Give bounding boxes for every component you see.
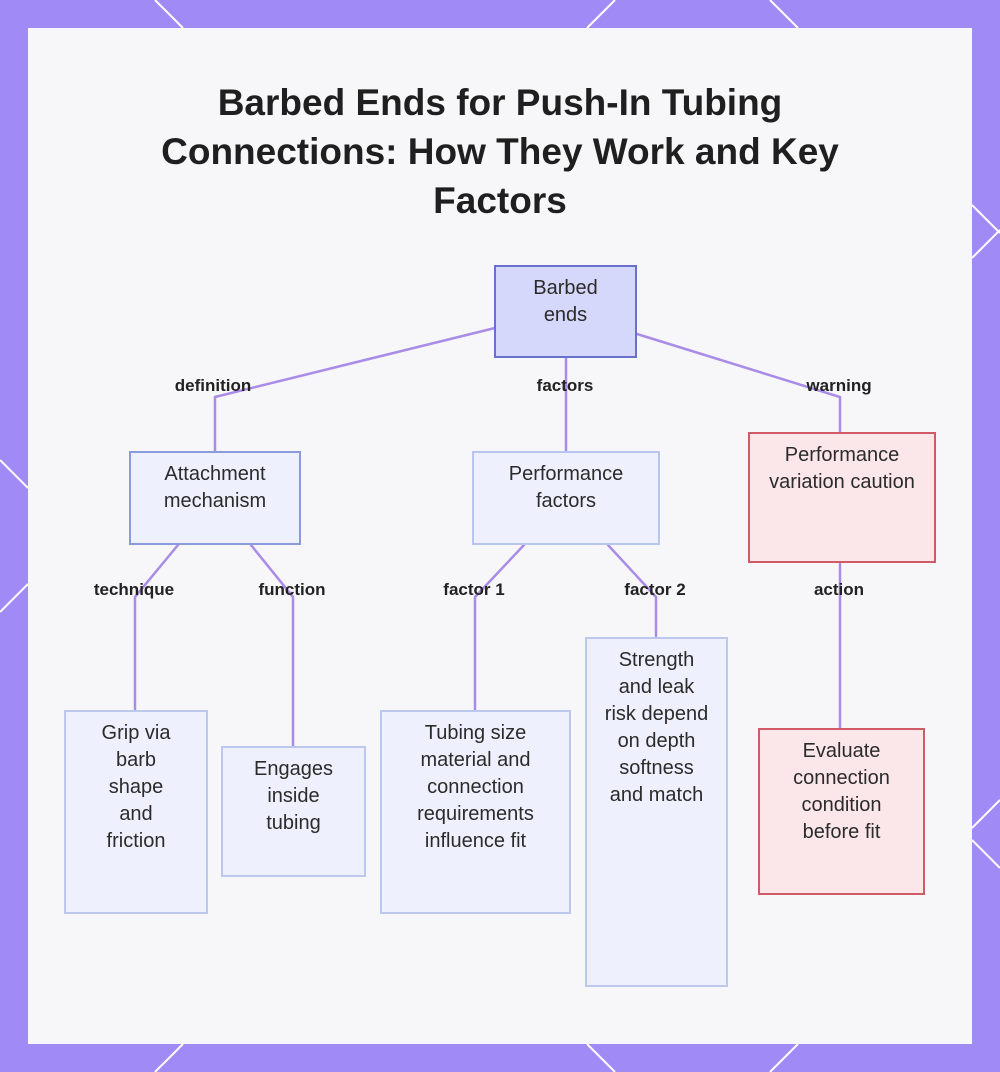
edge-label-definition: definition [174, 376, 252, 395]
edge-technique [133, 543, 180, 712]
title-text: Barbed Ends for Push-In Tubing Connectio… [161, 82, 839, 221]
node-grip-via-barb: Grip via barb shape and friction [64, 710, 208, 914]
diagram-title: Barbed Ends for Push-In Tubing Connectio… [0, 78, 1000, 225]
node-attachment-mechanism-label: Attachment mechanism [163, 463, 267, 512]
edge-label-factor-1: factor 1 [443, 580, 505, 599]
node-caution-label: Performance variation caution [769, 444, 915, 493]
edge-label-technique: technique [93, 580, 175, 599]
node-strength-label: Strength and leak risk depend on depth s… [604, 649, 709, 806]
node-grip-label: Grip via barb shape and friction [101, 722, 171, 852]
node-engages-label: Engages inside tubing [254, 758, 333, 834]
node-performance-factors: Performance factors [472, 451, 660, 545]
edge-factor2 [606, 543, 658, 639]
node-barbed-ends-label: Barbed ends [533, 277, 598, 326]
edge-factor1 [473, 543, 526, 712]
edge-label-warning: warning [806, 376, 872, 395]
node-tubing-size: Tubing size material and connection requ… [380, 710, 571, 914]
node-engages-inside-tubing: Engages inside tubing [221, 746, 366, 877]
edge-label-factor-2: factor 2 [624, 580, 686, 599]
edge-function [249, 543, 295, 748]
node-evaluate-label: Evaluate connection condition before fit [793, 740, 890, 843]
node-performance-factors-label: Performance factors [508, 463, 624, 512]
edge-label-factors: factors [536, 376, 594, 395]
node-tubing-size-label: Tubing size material and connection requ… [417, 722, 534, 852]
node-evaluate-connection: Evaluate connection condition before fit [758, 728, 925, 895]
edge-label-function: function [258, 580, 326, 599]
node-barbed-ends: Barbed ends [494, 265, 637, 358]
node-attachment-mechanism: Attachment mechanism [129, 451, 301, 545]
node-performance-variation-caution: Performance variation caution [748, 432, 936, 563]
edge-label-action: action [813, 580, 865, 599]
edge-warning [635, 332, 842, 435]
edge-definition [213, 326, 497, 454]
node-strength-leak-risk: Strength and leak risk depend on depth s… [585, 637, 728, 987]
